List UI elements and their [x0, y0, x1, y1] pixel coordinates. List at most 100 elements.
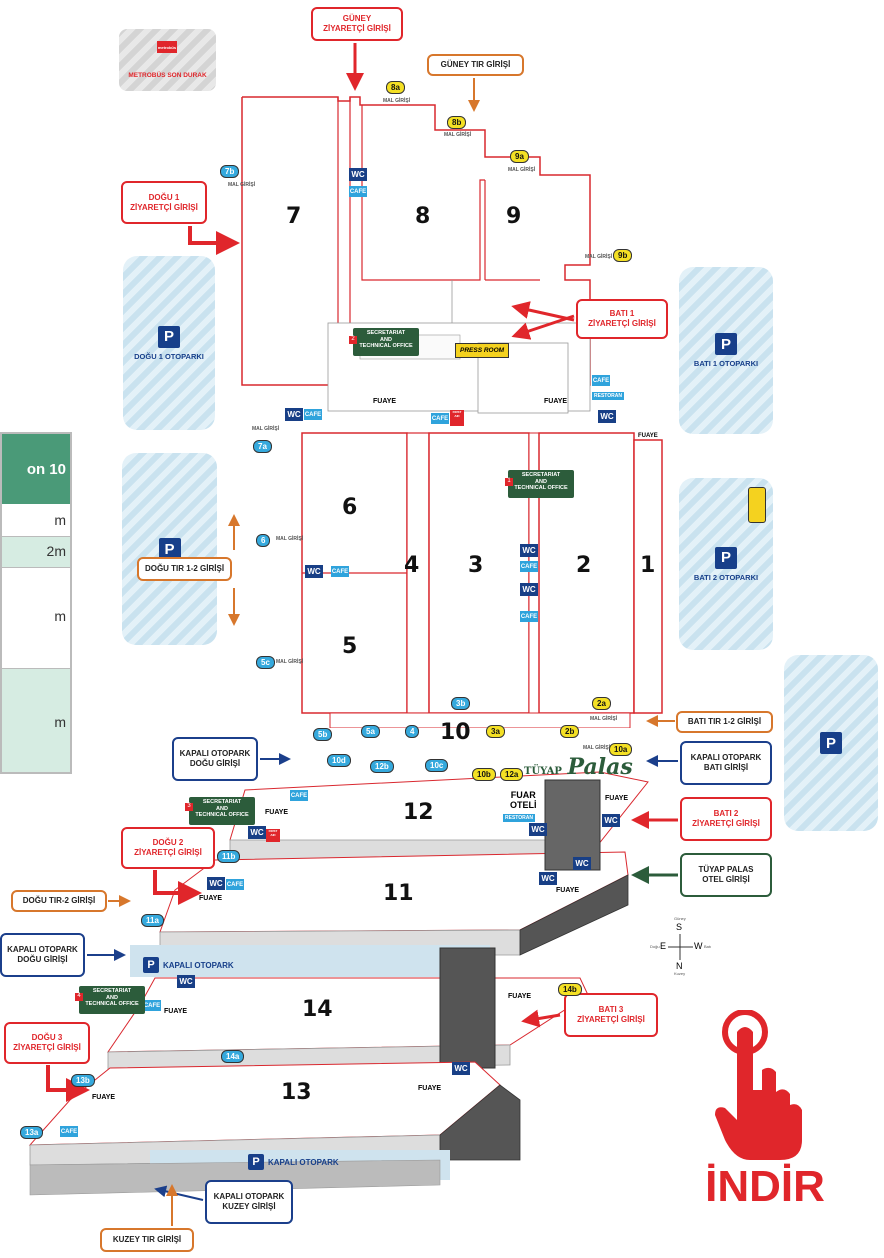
hall-13[interactable]: 13	[281, 1080, 312, 1105]
mal-girisi-label: MAL GİRİŞİ	[276, 659, 304, 665]
tag-3a[interactable]: 3a	[486, 725, 505, 738]
tag-14b[interactable]: 14b	[558, 983, 582, 996]
tag-7b[interactable]: 7b	[220, 165, 240, 178]
parking-icon: P	[715, 333, 737, 355]
tag-8b[interactable]: 8b	[447, 116, 467, 129]
tag-10d[interactable]: 10d	[327, 754, 351, 767]
tag-2b[interactable]: 2b	[560, 725, 580, 738]
tag-14a[interactable]: 14a	[221, 1050, 245, 1063]
tag-5a[interactable]: 5a	[361, 725, 380, 738]
tag-6[interactable]: 6	[256, 534, 271, 547]
cafe-icon: CAFE	[290, 790, 308, 801]
mal-girisi-label: MAL GİRİŞİ	[444, 132, 472, 138]
hall-9[interactable]: 9	[506, 204, 522, 229]
hall-4[interactable]: 4	[404, 553, 420, 578]
first-aid-label: FIRST AID	[450, 410, 464, 426]
tag-5b[interactable]: 5b	[313, 728, 333, 741]
cafe-icon: CAFE	[143, 1000, 161, 1011]
kuzey-tir-callout[interactable]: KUZEY TIR GİRİŞİ	[100, 1228, 194, 1252]
hall-1[interactable]: 1	[640, 553, 656, 578]
mal-girisi-label: MAL GİRİŞİ	[585, 254, 613, 260]
hall-3[interactable]: 3	[468, 553, 484, 578]
hall-11[interactable]: 11	[383, 881, 414, 906]
tag-9b[interactable]: 9b	[613, 249, 633, 262]
hall-12[interactable]: 12	[403, 800, 434, 825]
hall-8[interactable]: 8	[415, 204, 431, 229]
tag-13b[interactable]: 13b	[71, 1074, 95, 1087]
tag-13a[interactable]: 13a	[20, 1126, 44, 1139]
wc-icon: WC	[248, 826, 266, 839]
wc-icon: WC	[177, 975, 195, 988]
tag-5c[interactable]: 5c	[256, 656, 275, 669]
hall-6[interactable]: 6	[342, 495, 358, 520]
download-button[interactable]: İNDİR	[690, 1010, 840, 1220]
table-header: on 10	[2, 434, 70, 504]
tag-10b[interactable]: 10b	[472, 768, 496, 781]
mal-girisi-label: MAL GİRİŞİ	[276, 536, 304, 542]
tag-11a[interactable]: 11a	[141, 914, 164, 927]
press-room-label[interactable]: PRESS ROOM	[455, 343, 510, 358]
parking-icon: P	[820, 732, 842, 754]
hotel-icons	[748, 487, 766, 523]
wc-icon: WC	[305, 565, 323, 578]
kapali-otopark-label: P KAPALI OTOPARK	[248, 1154, 339, 1170]
dogu-tir12-callout[interactable]: DOĞU TIR 1-2 GİRİŞİ	[137, 557, 232, 581]
table-row: m	[2, 568, 70, 669]
tag-12a[interactable]: 12a	[500, 768, 524, 781]
wc-icon: WC	[602, 814, 620, 827]
download-label[interactable]: İNDİR	[705, 1162, 825, 1211]
parking-icon: P	[143, 957, 159, 973]
tag-3b[interactable]: 3b	[451, 697, 471, 710]
mal-girisi-label: MAL GİRİŞİ	[583, 745, 611, 751]
hall-14[interactable]: 14	[302, 997, 333, 1022]
fuaye-label: FUAYE	[164, 1008, 188, 1015]
upper-complex-outline	[241, 96, 591, 414]
parking-label: DOĞU 1 OTOPARKI	[134, 351, 204, 361]
wc-icon: WC	[598, 410, 616, 423]
dogu-tir2-callout[interactable]: DOĞU TIR-2 GİRİŞİ	[11, 890, 107, 912]
tag-7a[interactable]: 7a	[253, 440, 272, 453]
parking-dogu1: P DOĞU 1 OTOPARKI	[123, 256, 215, 430]
hall-10[interactable]: 10	[440, 720, 471, 745]
tag-11b[interactable]: 11b	[217, 850, 241, 863]
wc-icon: WC	[520, 583, 538, 596]
tag-8a[interactable]: 8a	[386, 81, 405, 94]
hall-7[interactable]: 7	[286, 204, 302, 229]
guney-tir-callout[interactable]: GÜNEY TIR GİRİŞİ	[427, 54, 524, 76]
partial-table: on 10 m 2m m m	[0, 432, 72, 774]
fuaye-label: FUAYE	[373, 398, 397, 405]
cafe-icon: CAFE	[520, 611, 538, 622]
tag-12b[interactable]: 12b	[370, 760, 394, 773]
wc-icon: WC	[520, 544, 538, 557]
tag-4[interactable]: 4	[405, 725, 420, 738]
tag-9a[interactable]: 9a	[510, 150, 529, 163]
hall-2[interactable]: 2	[576, 553, 592, 578]
cafe-icon: CAFE	[520, 561, 538, 572]
bati-tir12-callout[interactable]: BATI TIR 1-2 GİRİŞİ	[676, 711, 773, 733]
hall-5[interactable]: 5	[342, 634, 358, 659]
wc-icon: WC	[573, 857, 591, 870]
kapali-otopark-label: P KAPALI OTOPARK	[143, 957, 234, 973]
tag-10c[interactable]: 10c	[425, 759, 449, 772]
tag-10a[interactable]: 10a	[609, 743, 633, 756]
wc-icon: WC	[539, 872, 557, 885]
restoran-label: RESTORAN	[592, 392, 624, 400]
tag-2a[interactable]: 2a	[592, 697, 611, 710]
